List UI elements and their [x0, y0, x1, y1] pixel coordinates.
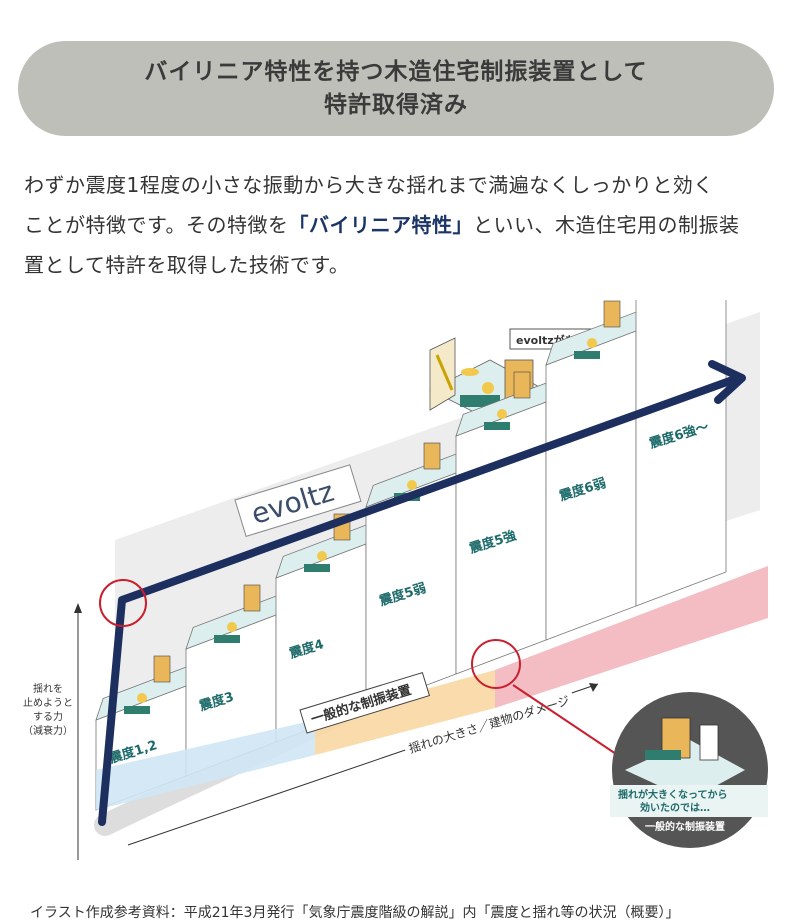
intensity-block: 震度5強 [455, 371, 554, 675]
y-axis-label-line-4: （減衰力） [23, 726, 73, 737]
callout-caption: 一般的な制振装置 [645, 820, 725, 833]
intro-line-2-post: といい、木造住宅用の制振装 [473, 213, 740, 237]
generic-device-callout: 揺れが大きくなってから 効いたのでは… 一般的な制振装置 [610, 692, 768, 848]
intro-line-1: わずか震度1程度の小さな振動から大きな揺れまで満遍なくしっかりと効く [24, 173, 714, 197]
title-banner: バイリニア特性を持つ木造住宅制振装置として 特許取得済み [18, 41, 774, 136]
evoltz-onset-circle [99, 579, 147, 627]
desk-icon [574, 351, 600, 359]
cabinet-icon [153, 655, 171, 683]
intensity-block: 震度5弱 [365, 442, 464, 709]
person-icon [317, 551, 327, 561]
intro-paragraph: わずか震度1程度の小さな振動から大きな揺れまで満遍なくしっかりと効く ことが特徴… [24, 165, 784, 285]
cabinet-icon [423, 442, 441, 470]
person-icon [587, 338, 597, 348]
intensity-block: 震度6強〜 [635, 300, 727, 607]
bilinear-highlight: 「バイリニア特性」 [288, 213, 473, 237]
band-orange [315, 670, 495, 755]
intensity-block: 震度4 [275, 513, 374, 743]
intro-line-3: 置として特許を取得した技術です。 [24, 253, 350, 277]
evoltz-arrowhead [708, 360, 746, 404]
cabinet-icon [243, 584, 261, 612]
evoltz-performance-line [98, 374, 742, 826]
y-axis-label-line-1: 揺れを [33, 684, 63, 695]
y-axis-arrowhead [74, 603, 82, 613]
y-axis-label: 揺れを 止めようと する力 （減衰力） [18, 683, 78, 739]
person-icon [227, 622, 237, 632]
intro-line-2-pre: ことが特徴です。その特徴を [24, 213, 289, 237]
person-icon [407, 480, 417, 490]
y-axis-label-line-2: 止めようと [23, 698, 73, 709]
source-credit: イラスト作成参考資料：平成21年3月発行「気象庁震度階級の解説」内「震度と揺れ等… [30, 905, 680, 921]
y-axis-label-line-3: する力 [33, 712, 63, 723]
cabinet-icon [513, 371, 531, 399]
generic-onset-circle [471, 639, 521, 689]
damping-illustration: evoltzがあれば安心です！ evoltz 震度1,2震度3震度4震度5弱震度… [74, 300, 768, 860]
desk-icon [484, 422, 510, 430]
band-pink [495, 566, 768, 708]
band-blue [96, 720, 315, 810]
banner-line-2: 特許取得済み [324, 91, 468, 118]
desk-icon [124, 706, 150, 714]
intro-line-2: ことが特徴です。その特徴を「バイリニア特性」といい、木造住宅用の制振装 [24, 205, 784, 245]
banner-line-1: バイリニア特性を持つ木造住宅制振装置として [144, 58, 648, 85]
callout-connector [512, 684, 629, 763]
intensity-block: 震度6弱 [545, 300, 644, 641]
desk-icon [214, 635, 240, 643]
callout-text-line-1: 揺れが大きくなってから [618, 788, 728, 801]
desk-icon [304, 564, 330, 572]
x-axis-arrowhead [589, 683, 598, 692]
person-icon [137, 693, 147, 703]
callout-text-line-2: 効いたのでは… [640, 801, 710, 814]
cabinet-icon [603, 300, 621, 328]
person-icon [497, 409, 507, 419]
